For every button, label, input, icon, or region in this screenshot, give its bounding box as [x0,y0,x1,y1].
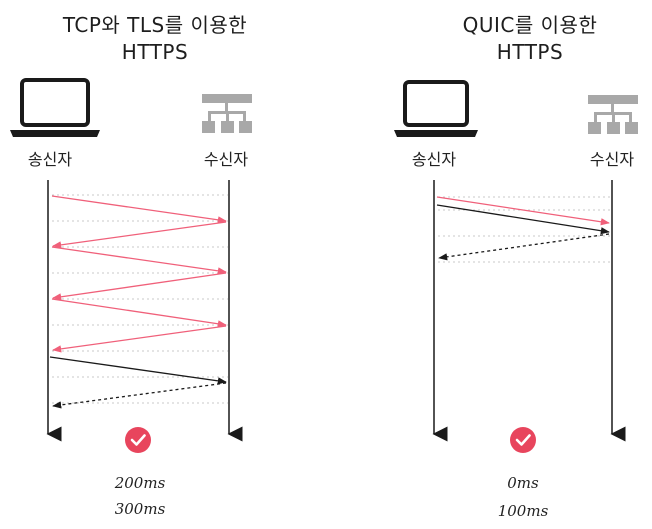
left-title-line2: HTTPS [121,40,189,64]
right-time-1: 0ms [507,474,539,492]
left-grid-lines [52,194,228,404]
left-request-arrow [49,356,227,385]
right-check-icon [510,427,536,453]
right-server-icon [588,95,638,134]
right-handshake-arrow [436,196,610,226]
right-title-line2: HTTPS [496,40,564,64]
left-receiver-label: 수신자 [203,150,249,169]
left-arrow-4 [52,272,227,301]
left-arrow-2 [52,221,227,249]
right-title-line1: QUIC를 이용한 [462,13,598,37]
left-arrow-6 [52,325,227,353]
left-response-arrow [52,382,227,409]
left-title: TCP와 TLS를 이용한 HTTPS [40,12,270,66]
right-title: QUIC를 이용한 HTTPS [420,12,640,66]
left-handshake-arrows [51,195,227,353]
right-receiver-label: 수신자 [589,150,635,169]
left-arrow-5 [51,298,227,328]
right-grid-lines [438,196,611,263]
left-laptop-icon [10,78,100,137]
right-laptop-icon [394,80,478,137]
left-arrow-3 [51,246,227,275]
left-title-line1: TCP와 TLS를 이용한 [62,13,248,37]
right-response-arrow [438,233,610,261]
right-sender-label: 송신자 [411,150,457,169]
left-time-2: 300ms [114,500,166,518]
left-time-1: 200ms [114,474,166,492]
right-time-2: 100ms [497,502,549,520]
left-sender-label: 송신자 [27,150,73,169]
left-server-icon [202,94,252,133]
left-arrow-1 [51,195,227,224]
right-request-arrow [436,204,610,235]
left-check-icon [125,427,151,453]
